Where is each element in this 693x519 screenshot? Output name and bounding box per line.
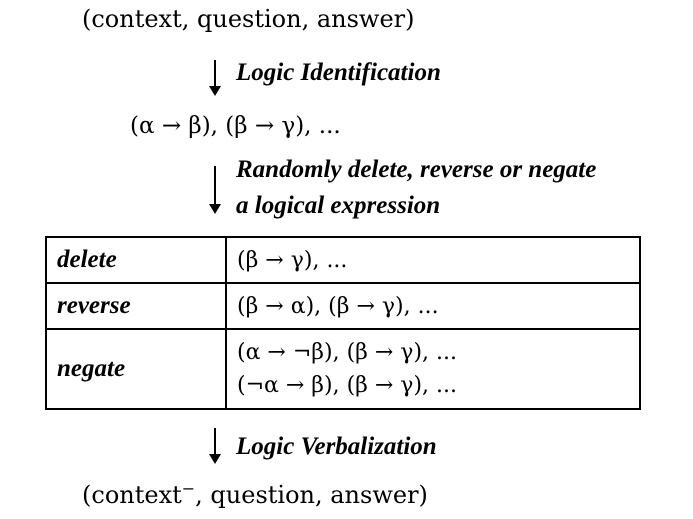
output-context-superscript: −: [181, 479, 196, 498]
step-logic-verbalization: Logic Verbalization: [236, 433, 437, 460]
down-arrow-icon: [209, 166, 221, 214]
input-tuple: (context, question, answer): [82, 5, 415, 33]
step-random-operation-line2: a logical expression: [236, 192, 441, 219]
operation-name: reverse: [45, 282, 227, 330]
identified-expressions: (α → β), (β → γ), ...: [130, 113, 341, 139]
result-line: (β → γ), ...: [237, 247, 348, 273]
down-arrow-icon: [209, 428, 221, 464]
result-line: (α → ¬β), (β → γ), ...: [237, 340, 457, 365]
operation-name: negate: [45, 328, 227, 410]
down-arrow-icon: [209, 60, 221, 96]
result-line: (β → α), (β → γ), ...: [237, 293, 439, 319]
output-context: context: [91, 481, 182, 509]
output-rest: , question, answer): [195, 481, 428, 509]
step-random-operation-line1: Randomly delete, reverse or negate: [236, 156, 597, 183]
table-row: delete (β → γ), ...: [45, 236, 641, 284]
operation-result: (β → α), (β → γ), ...: [225, 282, 641, 330]
table-row: negate (α → ¬β), (β → γ), ... (¬α → β), …: [45, 328, 641, 410]
operation-result: (α → ¬β), (β → γ), ... (¬α → β), (β → γ)…: [225, 328, 641, 410]
operation-name: delete: [45, 236, 227, 284]
operations-table: delete (β → γ), ... reverse (β → α), (β …: [45, 236, 641, 410]
step-logic-identification: Logic Identification: [236, 59, 441, 86]
operation-result: (β → γ), ...: [225, 236, 641, 284]
table-row: reverse (β → α), (β → γ), ...: [45, 282, 641, 330]
output-tuple: (context−, question, answer): [82, 480, 428, 510]
output-open-paren: (: [82, 481, 92, 509]
result-line: (¬α → β), (β → γ), ...: [237, 373, 457, 398]
